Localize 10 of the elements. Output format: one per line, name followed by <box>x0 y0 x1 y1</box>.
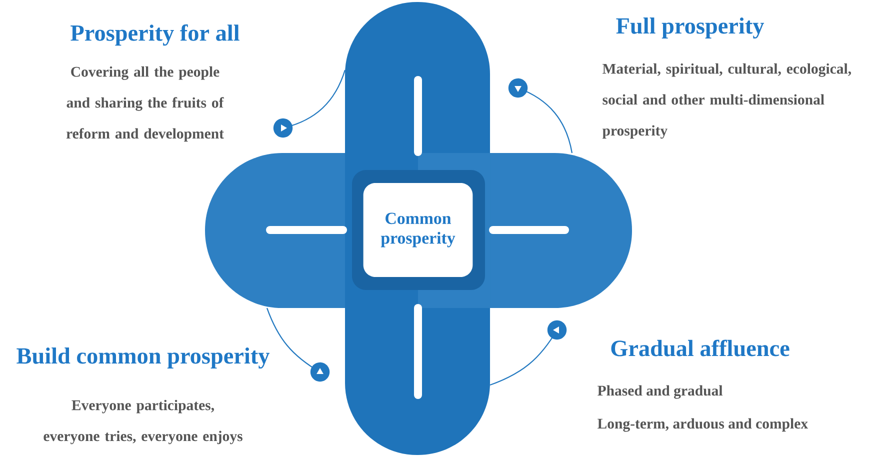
heading: Prosperity for all <box>70 24 240 46</box>
center-box: Common prosperity <box>352 170 485 290</box>
description-text: Covering all the people and sharing the fruits of reform and development <box>66 66 224 142</box>
description-text: Phased and gradual <box>598 385 723 399</box>
description-text: Long-term, arduous and complex <box>598 418 808 432</box>
heading: Gradual affluence <box>611 340 790 356</box>
heading: Full prosperity <box>616 17 764 39</box>
description-text: Everyone participates, everyone tries, everyone enjoys <box>44 400 242 444</box>
description-text: Material, spiritual, cultural, ecological, social and other multi-dimensional prosperity <box>602 63 851 139</box>
heading: Build common prosperity <box>16 347 270 369</box>
